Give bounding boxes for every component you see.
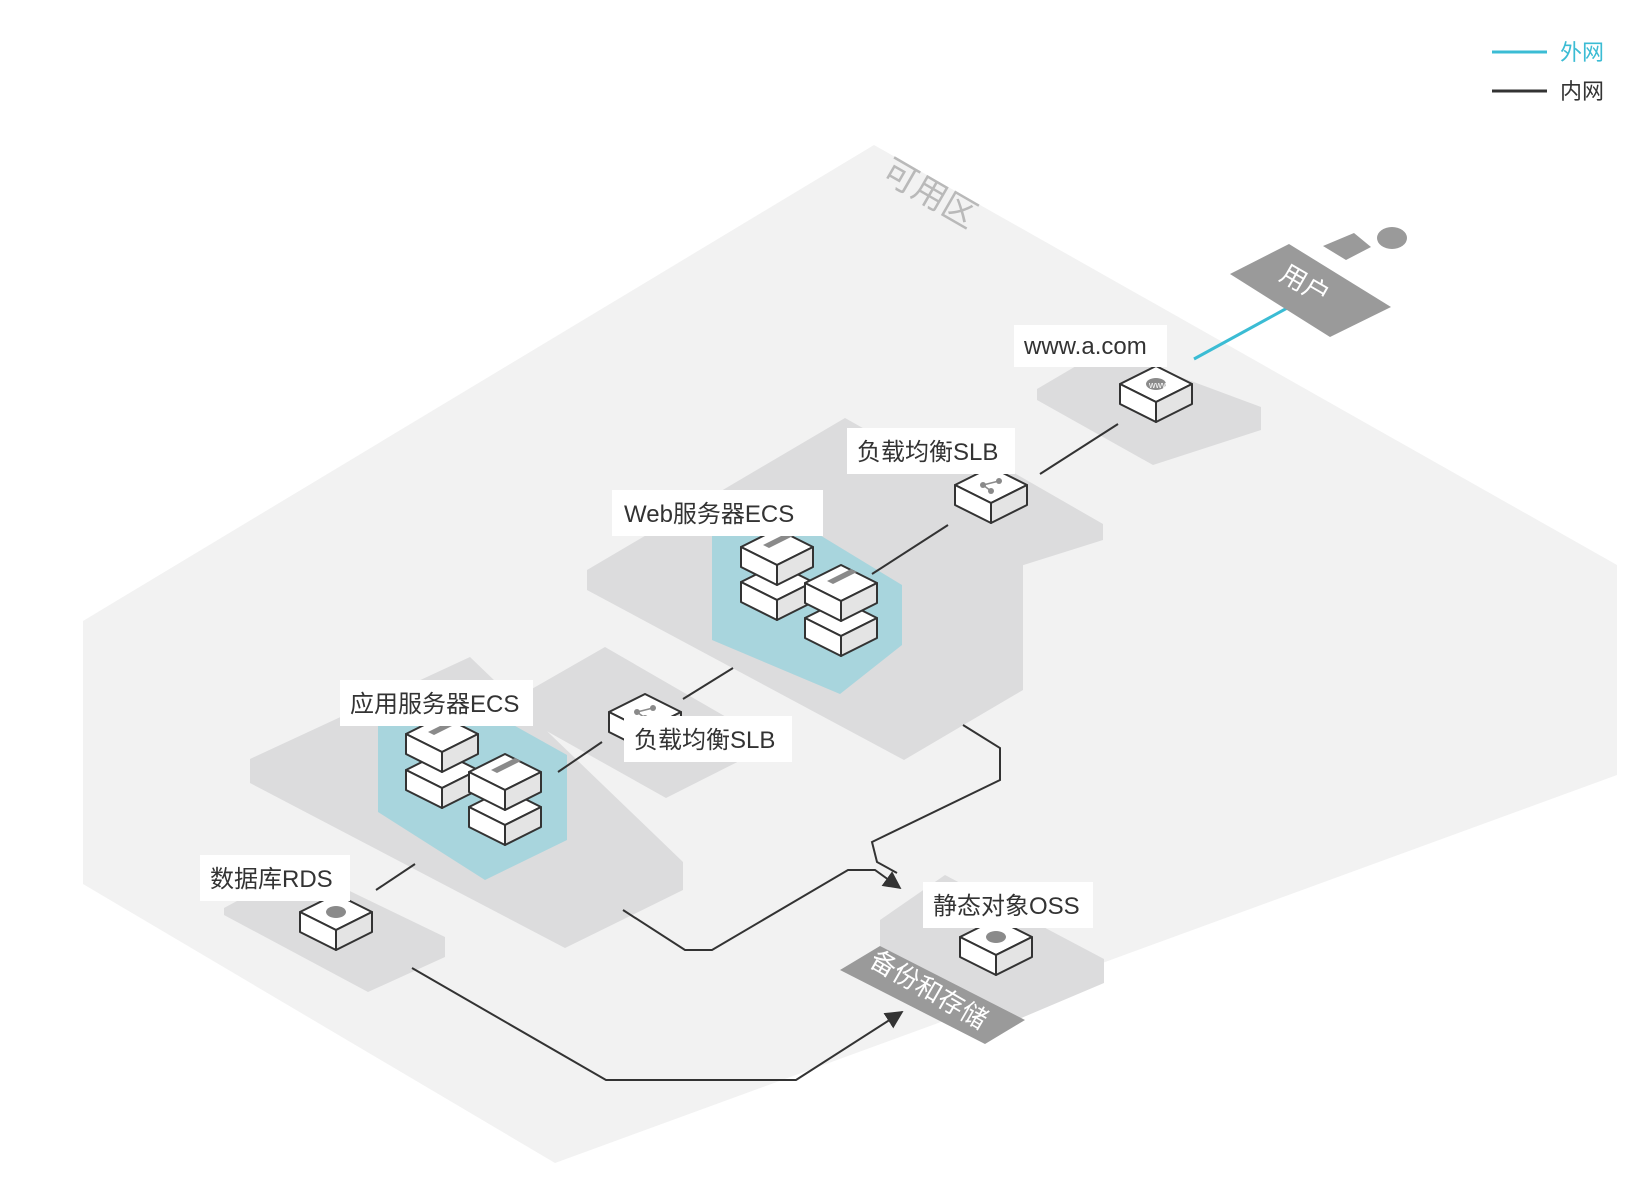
- user-head-icon: [1377, 227, 1407, 249]
- server-icon: [827, 569, 857, 584]
- slb-app-label: 负载均衡SLB: [634, 727, 775, 754]
- server-icon: [763, 533, 793, 548]
- user-body: [1323, 233, 1371, 260]
- legend-internal-label: 内网: [1560, 79, 1604, 104]
- server-icon: [491, 758, 521, 773]
- web-ecs-label-box: Web服务器ECS: [612, 490, 823, 536]
- oss-label: 静态对象OSS: [933, 893, 1080, 920]
- rds-node: [299, 893, 373, 951]
- database-icon: [326, 906, 346, 918]
- dns-icon: www: [1146, 378, 1169, 390]
- load-balancer-icon: [980, 478, 1002, 494]
- external-link: [1193, 305, 1290, 361]
- oss-label-box: 静态对象OSS: [923, 882, 1093, 928]
- web-ecs-label: Web服务器ECS: [624, 501, 794, 528]
- slb-web-label: 负载均衡SLB: [857, 439, 998, 466]
- dns-label-box: www.a.com: [1014, 325, 1167, 367]
- rds-label-box: 数据库RDS: [200, 855, 350, 901]
- legend: 外网 内网: [1492, 40, 1604, 104]
- slb-web-label-box: 负载均衡SLB: [847, 428, 1015, 474]
- legend-external-label: 外网: [1560, 40, 1604, 65]
- dns-label: www.a.com: [1023, 333, 1147, 360]
- web-ecs-cluster: [740, 528, 878, 657]
- user: 用户: [1230, 227, 1407, 337]
- slb-web-node: [954, 466, 1028, 524]
- storage-icon: [986, 931, 1006, 943]
- app-ecs-label-box: 应用服务器ECS: [340, 680, 533, 726]
- user-tag: [1230, 244, 1391, 337]
- oss-node: [959, 918, 1033, 976]
- svg-text:www: www: [1148, 380, 1169, 390]
- dns-node: www: [1119, 365, 1193, 423]
- rds-label: 数据库RDS: [210, 866, 333, 893]
- slb-app-label-box: 负载均衡SLB: [624, 716, 792, 762]
- app-ecs-label: 应用服务器ECS: [350, 691, 519, 718]
- internal-links: [375, 423, 1119, 1081]
